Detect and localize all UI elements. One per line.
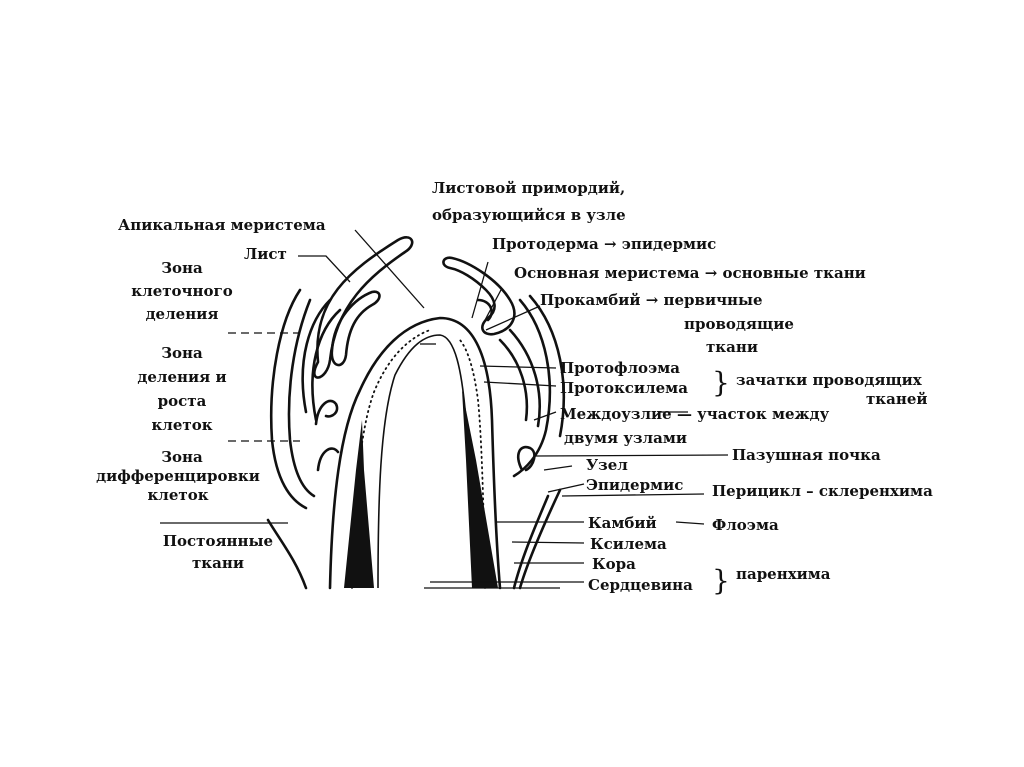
epidermis-label: Эпидермис [586, 476, 683, 494]
zone-permanent-line-2: ткани [192, 554, 244, 572]
procambium-label-3: ткани [706, 338, 758, 356]
brace-2: } [712, 564, 730, 597]
zone-growth-line-1: Зона [161, 344, 203, 362]
leaf-primordium-left-2 [332, 292, 380, 365]
phloem-label: Флоэма [712, 516, 779, 534]
stem-right-outer [514, 490, 560, 588]
vascular-rudiments-label-1: зачатки проводящих [736, 371, 923, 389]
parenchyma-label: паренхима [736, 565, 831, 583]
protoxylem-label: Протоксилема [560, 379, 688, 397]
ground-meristem-label: Основная меристема → основные ткани [514, 264, 866, 282]
leaf-right-3 [500, 330, 540, 426]
zone-growth-line-4: клеток [151, 416, 212, 434]
pith-outline [378, 335, 474, 588]
leaf-left-outer [271, 290, 314, 508]
zone-division-line-2: клеточного [131, 282, 232, 300]
zone-growth-line-3: роста [158, 392, 207, 410]
internode-label-2: двумя узлами [564, 429, 687, 447]
apical-meristem-label: Апикальная меристема [118, 216, 326, 234]
procambium-label-2: проводящие [684, 315, 794, 333]
zone-diff-line-3: клеток [147, 486, 208, 504]
protophloem-label: Протофлоэма [560, 359, 680, 377]
node-label: Узел [586, 456, 628, 474]
zone-growth-line-2: деления и [137, 368, 226, 386]
zone-permanent-line-1: Постоянные [163, 532, 273, 550]
svg-text:образующийся в узле: образующийся в узле [432, 206, 626, 224]
xylem-label: Ксилема [590, 535, 667, 553]
zone-diff-line-1: Зона [161, 448, 203, 466]
labels: Листовой примордий, образующийся в узле … [96, 179, 933, 597]
leaf-primordium-right-2 [478, 300, 492, 320]
pith-label: Сердцевина [588, 576, 693, 594]
protoderm-label: Протодерма → эпидермис [492, 235, 716, 253]
primordium-label-1: Листовой примордий, [432, 179, 625, 197]
procambium-label-1: Прокамбий → первичные [540, 291, 763, 309]
internode-label-1: Междоузлие — участок между [560, 405, 830, 423]
pericycle-label: Перицикл – склеренхима [712, 482, 933, 500]
leaf-label: Лист [244, 245, 287, 263]
zone-diff-line-2: дифференцировки [96, 467, 260, 485]
zone-division-line-1: Зона [161, 259, 203, 277]
leaf-left-fold [316, 401, 338, 470]
primordium-label-2: образующийся в узле [432, 206, 626, 224]
svg-text:Листовой примордий,: Листовой примордий, [432, 179, 625, 197]
axillary-bud-label: Пазушная почка [732, 446, 881, 464]
cambium-label: Камбий [588, 514, 657, 532]
vascular-rudiments-label-2: тканей [866, 390, 928, 408]
zone-division-line-3: деления [146, 305, 219, 323]
cortex-label: Кора [592, 555, 636, 573]
vascular-left [344, 420, 374, 588]
stem-left-outer [268, 520, 306, 588]
brace-1: } [712, 366, 730, 399]
